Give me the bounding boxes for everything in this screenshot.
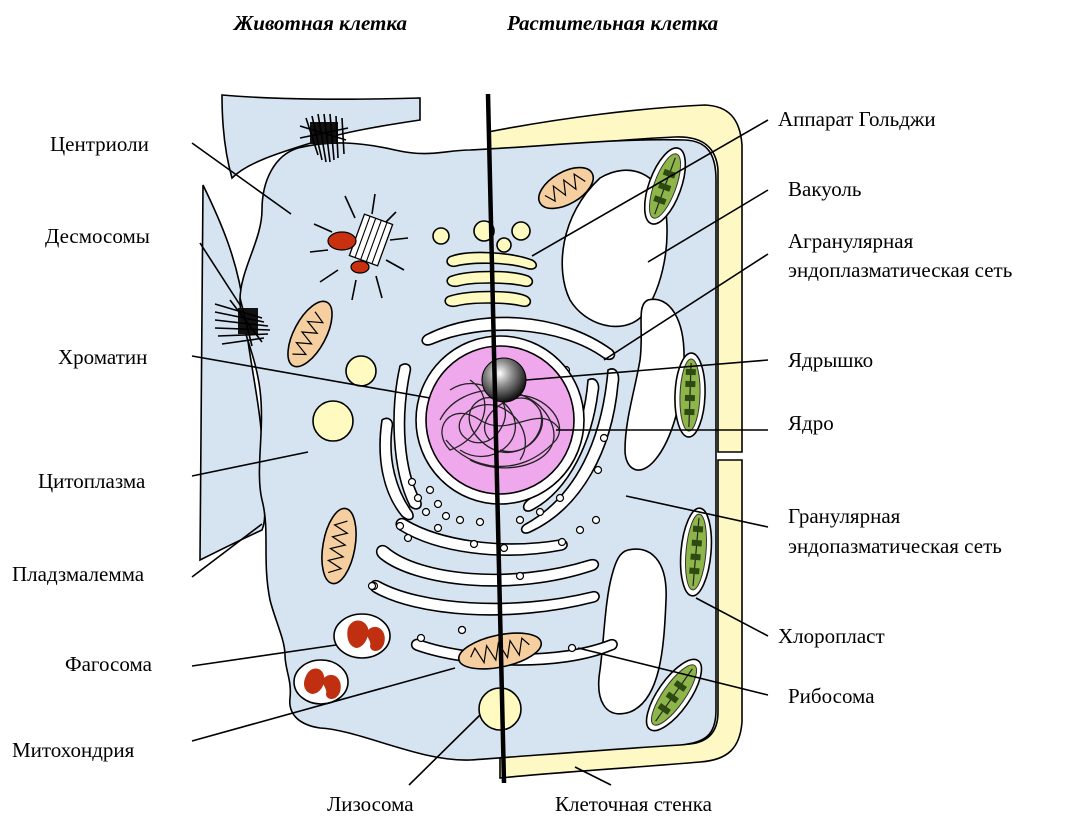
nucleus xyxy=(416,336,584,504)
label-centrioles: Центриоли xyxy=(50,132,149,156)
label-golgi: Аппарат Гольджи xyxy=(778,107,936,131)
label-granular-er-2: эндопазматическая сеть xyxy=(788,534,1002,558)
label-granular-er-1: Гранулярная xyxy=(788,504,901,528)
label-agranular-er-1: Агранулярная xyxy=(788,229,914,253)
vesicle-1 xyxy=(346,356,376,386)
animal-cell-title: Животная клетка xyxy=(232,11,407,35)
label-cell-wall: Клеточная стенка xyxy=(555,792,713,816)
phagosome-1 xyxy=(334,614,390,658)
label-phagosome: Фагосома xyxy=(65,652,153,676)
label-mitochondrion: Митохондрия xyxy=(12,738,135,762)
nucleolus xyxy=(482,358,526,402)
plant-cell-title: Растительная клетка xyxy=(506,11,718,35)
neighbor-cell-left xyxy=(200,185,265,560)
label-lysosome: Лизосома xyxy=(327,792,414,816)
label-desmosomes: Десмосомы xyxy=(45,224,150,248)
label-agranular-er-2: эндоплазматическая сеть xyxy=(788,258,1012,282)
label-vacuole: Вакуоль xyxy=(788,177,862,201)
label-plasmalemma: Пладзмалемма xyxy=(12,562,145,586)
label-chromatin: Хроматин xyxy=(58,345,147,369)
label-nucleolus: Ядрышко xyxy=(788,348,873,372)
phagosome-2 xyxy=(294,660,348,704)
label-ribosome: Рибосома xyxy=(788,684,875,708)
label-cytoplasm: Цитоплазма xyxy=(38,469,146,493)
label-chloroplast: Хлоропласт xyxy=(778,624,885,648)
vesicle-2 xyxy=(313,401,353,441)
label-nucleus: Ядро xyxy=(788,411,834,435)
